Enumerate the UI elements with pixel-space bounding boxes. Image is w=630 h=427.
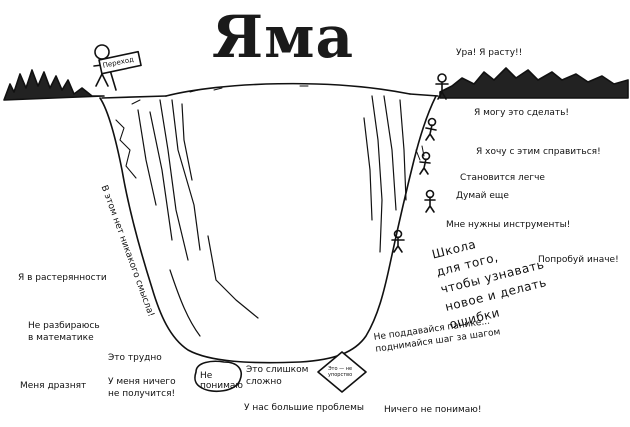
label-try-otherwise: Попробуй иначе! — [538, 255, 619, 265]
sign-board — [98, 50, 142, 75]
label-confused: Я в растерянности — [18, 273, 107, 283]
label-fail: У меня ничего не получится! — [108, 377, 176, 399]
label-easy-sign: Это — не упорство — [328, 366, 353, 378]
climber-1 — [425, 117, 437, 141]
label-think-more: Думай еще — [456, 191, 509, 201]
page-title: Яма — [212, 3, 355, 71]
grass-left — [3, 69, 105, 101]
label-teased: Меня дразнят — [20, 381, 87, 391]
label-want-cope: Я хочу с этим справиться! — [476, 147, 601, 157]
strata — [149, 111, 173, 241]
label-too-hard: Это слишком сложно — [246, 365, 309, 387]
climber-4 — [391, 229, 405, 253]
label-hooray: Ура! Я расту!! — [456, 48, 523, 58]
stick-figure-top-right — [435, 73, 449, 100]
climber-3 — [424, 189, 436, 213]
label-easier: Становится легче — [460, 173, 545, 183]
label-need-tools: Мне нужны инструменты! — [446, 220, 571, 230]
label-hard: Это трудно — [108, 353, 162, 363]
rock-bubble — [194, 360, 242, 393]
label-big-problems: У нас большие проблемы — [244, 403, 364, 413]
label-dont-understand: Не понимаю — [200, 371, 244, 391]
climber-2 — [419, 151, 431, 175]
label-can-do: Я могу это сделать! — [474, 108, 570, 118]
pit-rim — [165, 82, 411, 97]
diamond-sign — [317, 351, 367, 393]
sign-post — [109, 69, 117, 91]
label-nothing-understand: Ничего не понимаю! — [384, 405, 482, 415]
grass-right — [439, 67, 629, 99]
label-no-math: Не разбираюсь в математике — [28, 321, 100, 343]
pit-outline — [99, 95, 437, 364]
